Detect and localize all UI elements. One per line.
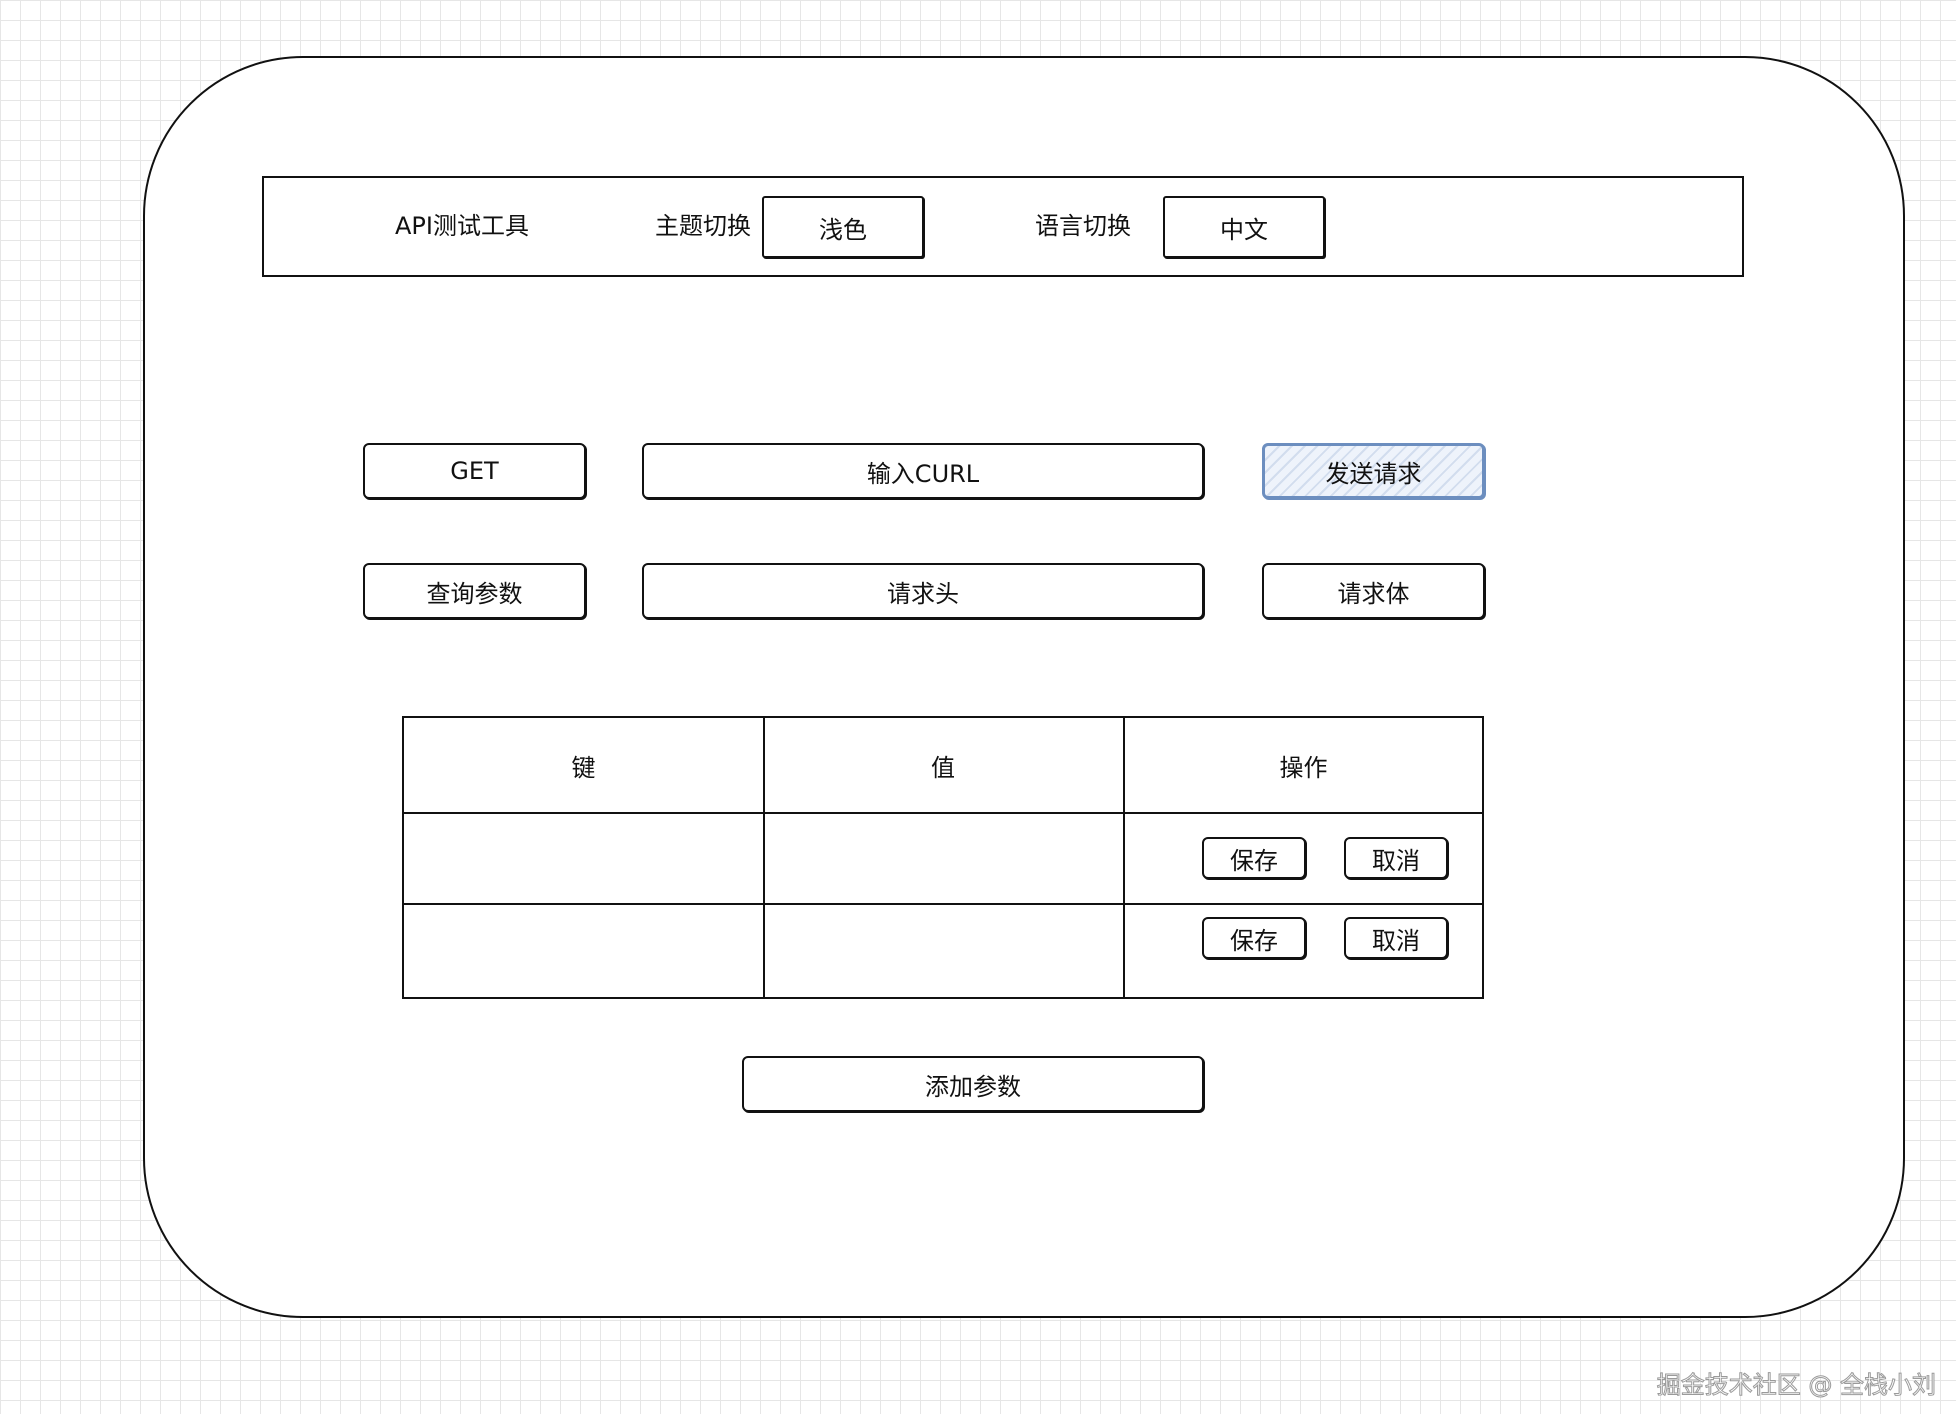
tab-query-params[interactable]: 查询参数 bbox=[363, 563, 586, 619]
language-toggle-value: 中文 bbox=[1220, 215, 1268, 244]
tab-request-headers-label: 请求头 bbox=[887, 579, 959, 608]
send-request-button[interactable]: 发送请求 bbox=[1262, 443, 1485, 499]
add-param-label: 添加参数 bbox=[925, 1072, 1021, 1101]
language-toggle-select[interactable]: 中文 bbox=[1163, 196, 1325, 258]
row-2-key-cell[interactable] bbox=[404, 903, 763, 996]
tab-query-params-label: 查询参数 bbox=[426, 579, 523, 608]
table-divider bbox=[404, 903, 1482, 905]
table-divider bbox=[763, 718, 765, 997]
method-value: GET bbox=[450, 457, 499, 485]
theme-toggle-value: 浅色 bbox=[819, 215, 867, 244]
column-header-value: 值 bbox=[931, 753, 955, 782]
table-divider bbox=[1123, 718, 1125, 997]
theme-toggle-label: 主题切换 bbox=[655, 212, 751, 240]
watermark: 掘金技术社区 @ 全栈小刘 bbox=[1656, 1371, 1936, 1400]
send-request-label: 发送请求 bbox=[1325, 459, 1422, 488]
tab-request-body[interactable]: 请求体 bbox=[1262, 563, 1485, 619]
curl-input[interactable]: 输入CURL bbox=[642, 443, 1204, 499]
table-divider bbox=[404, 812, 1482, 814]
tab-request-headers[interactable]: 请求头 bbox=[642, 563, 1204, 619]
row-1-save-button[interactable]: 保存 bbox=[1202, 837, 1306, 879]
language-toggle-label: 语言切换 bbox=[1035, 212, 1131, 240]
column-header-actions: 操作 bbox=[1279, 753, 1328, 782]
header-bar bbox=[262, 176, 1744, 277]
row-1-cancel-button[interactable]: 取消 bbox=[1344, 837, 1448, 879]
row-2-save-button[interactable]: 保存 bbox=[1202, 917, 1306, 959]
tab-request-body-label: 请求体 bbox=[1337, 579, 1410, 608]
method-select[interactable]: GET bbox=[363, 443, 586, 499]
row-1-value-cell[interactable] bbox=[763, 812, 1123, 903]
add-param-button[interactable]: 添加参数 bbox=[742, 1056, 1204, 1112]
curl-input-placeholder: 输入CURL bbox=[866, 459, 980, 488]
params-table: 键 值 操作 保存 取消 保存 取消 bbox=[402, 716, 1484, 999]
row-2-cancel-button[interactable]: 取消 bbox=[1344, 917, 1448, 959]
row-2-value-cell[interactable] bbox=[763, 903, 1123, 996]
theme-toggle-select[interactable]: 浅色 bbox=[762, 196, 924, 258]
column-header-key: 键 bbox=[571, 753, 596, 782]
row-1-key-cell[interactable] bbox=[404, 812, 763, 903]
app-title: API测试工具 bbox=[395, 212, 529, 240]
